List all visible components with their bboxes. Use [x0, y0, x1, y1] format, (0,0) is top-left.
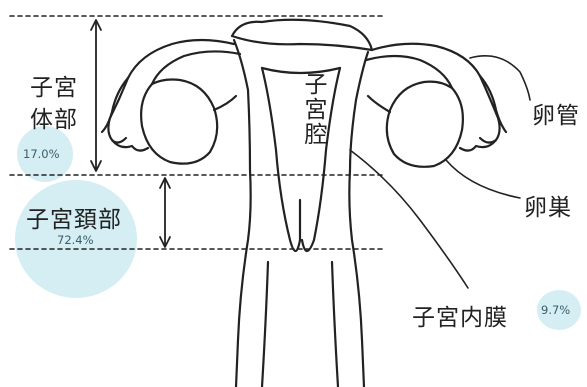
cervix-percent-bubble: [15, 180, 137, 298]
corpus-percent: 17.0%: [23, 147, 60, 161]
endometrium-label: 子宮内膜: [412, 305, 508, 331]
left-fallopian-tube: [107, 38, 242, 144]
uterus-outer-outline: [230, 18, 374, 52]
cervix-label: 子宮頚部: [26, 207, 122, 233]
cervix-percent: 72.4%: [57, 233, 94, 247]
tube-label: 卵管: [532, 103, 580, 129]
corpus-label-line2: 体部: [30, 107, 78, 133]
ovary-leader-line: [445, 159, 521, 199]
ovary-label: 卵巣: [524, 195, 572, 221]
endometrium-percent-bubble: [537, 290, 581, 330]
tube-leader-line: [469, 55, 531, 101]
endometrium-leader-line: [349, 149, 469, 289]
cavity-label: 子宮腔: [300, 72, 326, 147]
endometrium-percent: 9.7%: [541, 303, 571, 317]
uterine-cavity-outline: [260, 66, 342, 253]
left-ovary: [140, 78, 219, 165]
corpus-percent-bubble: [17, 126, 73, 182]
cervical-canal: [260, 260, 340, 387]
right-ovary: [385, 80, 464, 168]
corpus-label-line1: 子宮: [30, 75, 78, 101]
